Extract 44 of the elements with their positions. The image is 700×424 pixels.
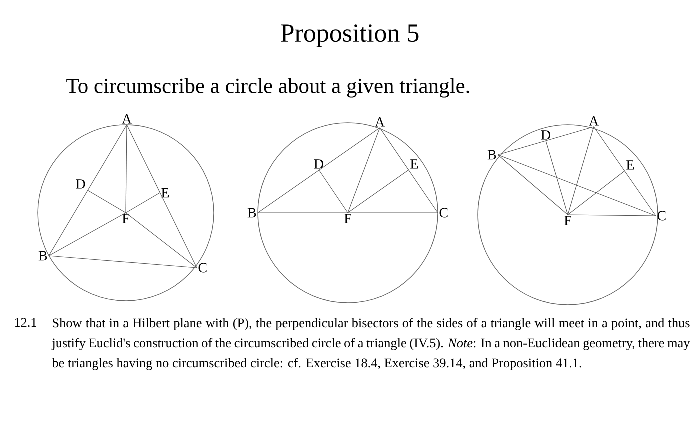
point-label: B [248, 208, 256, 218]
line-segment [568, 170, 626, 216]
point-label: F [564, 216, 572, 226]
line-segment [594, 126, 656, 216]
line-segment [348, 170, 410, 214]
line-segment [318, 170, 348, 214]
point-label: B [38, 251, 48, 261]
point-label: A [589, 116, 599, 126]
title: Proposition 5 [281, 24, 419, 48]
exercise-number: 12.1 [15, 318, 36, 328]
exercise-text: Show that in a Hilbert plane with (P), the perpendicular bisectors of the sides of a triangle will meet in a point, and thus justify Euclid's construction of the circumscribed circle of a triangle (IV.5). Note: In a non-Euclidean geometry, there may be triangles having no circumscribed circle: cf. Exercise 18.4, Exercise 39.14, and Proposition 41.1. [52, 318, 690, 370]
line-segment [126, 212, 198, 268]
point-label: F [344, 214, 352, 224]
line-segment [48, 256, 198, 268]
point-label: F [122, 214, 130, 224]
line-segment [498, 126, 594, 156]
line-segment [258, 128, 380, 214]
line-segment [126, 124, 198, 268]
line-segment [498, 154, 656, 216]
line-segment [568, 126, 594, 216]
point-label: D [541, 130, 550, 140]
point-label: B [488, 150, 496, 160]
point-label: D [76, 180, 86, 189]
point-label: C [658, 211, 666, 221]
point-label: E [162, 188, 170, 198]
point-label: E [410, 160, 418, 169]
point-label: C [198, 263, 207, 273]
line-segment [126, 192, 160, 214]
line-segment [546, 140, 568, 216]
line-segment [348, 128, 380, 214]
point-label: A [375, 118, 385, 127]
line-segment [258, 212, 438, 214]
point-label: D [314, 160, 324, 169]
line-segment [498, 154, 568, 216]
point-label: A [122, 114, 132, 124]
line-segment [568, 214, 656, 216]
line-segment [48, 212, 126, 256]
subtitle: To circumscribe a circle about a given triangle. [66, 78, 470, 98]
point-label: C [440, 208, 448, 218]
point-label: E [626, 160, 634, 170]
line-segment [380, 128, 438, 214]
line-segment [48, 124, 128, 256]
line-segment [126, 124, 128, 214]
line-segment [86, 190, 126, 214]
